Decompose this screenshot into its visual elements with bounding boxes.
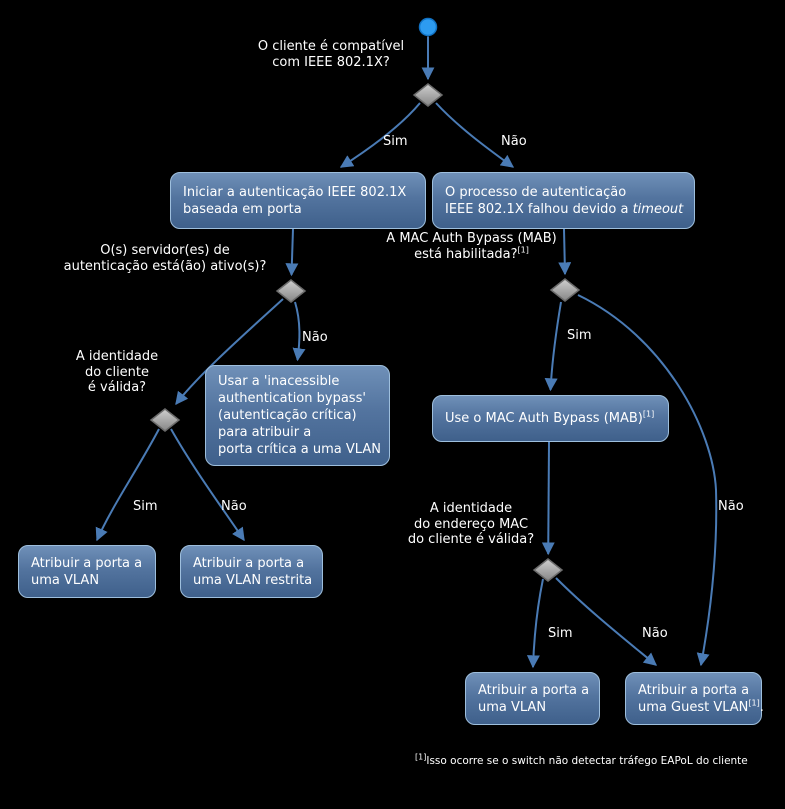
- box-line: Atribuir a porta a: [31, 555, 143, 571]
- box-assign-vlan-right: Atribuir a porta a uma VLAN: [465, 672, 600, 725]
- label-line: A identidade: [429, 501, 513, 516]
- edge-init-to-server-decision: [285, 228, 299, 277]
- box-line: uma VLAN: [478, 699, 547, 715]
- box-line: O processo de autenticação: [445, 184, 627, 200]
- edge-nao-to-guest-vlan-long: [577, 294, 718, 667]
- box-text-italic: timeout: [632, 201, 684, 217]
- edge-sim-to-vlan-left: [95, 428, 160, 542]
- box-line: uma Guest VLAN[1].: [638, 699, 764, 716]
- edge-label-nao-3: Não: [221, 499, 247, 514]
- edge-server-to-identity-decision: [175, 298, 284, 406]
- box-text: Use o MAC Auth Bypass (MAB): [445, 411, 643, 426]
- box-assign-guest-vlan: Atribuir a porta a uma Guest VLAN[1].: [625, 672, 764, 725]
- edge-label-nao-2: Não: [302, 330, 328, 345]
- box-line: Iniciar a autenticação IEEE 802.1X: [183, 184, 407, 200]
- edge-label-nao-5: Não: [642, 626, 668, 641]
- label-client-identity: A identidade do cliente é válida?: [67, 349, 167, 396]
- label-client-compatible: O cliente é compatível com IEEE 802.1X?: [251, 39, 411, 70]
- decision-client-identity: [149, 408, 181, 432]
- label-mab-enabled: A MAC Auth Bypass (MAB) está habilitada?…: [384, 231, 559, 262]
- label-line: do cliente é válida?: [407, 532, 535, 547]
- edge-sim-to-vlan-right: [526, 578, 544, 669]
- label-line: é válida?: [87, 380, 147, 395]
- box-line: baseada em porta: [183, 201, 302, 217]
- edge-nao-to-critical-bypass: [292, 301, 306, 362]
- box-assign-vlan-restricted: Atribuir a porta a uma VLAN restrita: [180, 545, 323, 598]
- footnote-ref: [1]: [517, 245, 529, 255]
- box-line: porta crítica a uma VLAN: [218, 442, 381, 457]
- box-line: Use o MAC Auth Bypass (MAB)[1]: [445, 410, 656, 427]
- footnote: [1]Isso ocorre se o switch não detectar …: [415, 752, 748, 767]
- box-line: Atribuir a porta a: [478, 682, 590, 698]
- footnote-text: Isso ocorre se o switch não detectar trá…: [426, 755, 748, 767]
- footnote-ref: [1]: [415, 752, 427, 762]
- start-node: [418, 17, 438, 37]
- label-line: com IEEE 802.1X?: [272, 54, 390, 70]
- edge-label-sim-4: Sim: [548, 626, 573, 641]
- edge-nao-to-guest-vlan: [555, 577, 658, 666]
- box-line: (autenticação crítica): [218, 408, 357, 423]
- label-line: A identidade: [75, 349, 159, 364]
- edge-label-sim-2: Sim: [133, 499, 158, 514]
- box-assign-vlan-left: Atribuir a porta a uma VLAN: [18, 545, 156, 598]
- decision-mac-identity: [532, 558, 564, 582]
- decision-mab-enabled: [549, 278, 581, 302]
- box-line: uma VLAN restrita: [193, 572, 313, 588]
- label-line: O(s) servidor(es) de: [100, 243, 230, 258]
- box-init-auth: Iniciar a autenticação IEEE 802.1X basea…: [170, 172, 426, 229]
- box-text: .: [759, 699, 764, 715]
- box-line: IEEE 802.1X falhou devido a timeout: [445, 201, 684, 218]
- box-critical-bypass: Usar a 'inacessible authentication bypas…: [205, 365, 390, 466]
- label-line: autenticação está(ão) ativo(s)?: [63, 258, 267, 274]
- edge-label-nao-4: Não: [718, 499, 744, 514]
- box-line: Atribuir a porta a: [193, 555, 305, 571]
- edge-sim-to-use-mab: [544, 301, 562, 392]
- box-line: para atribuir a: [218, 425, 312, 440]
- box-text: uma Guest VLAN: [638, 699, 749, 715]
- box-use-mab: Use o MAC Auth Bypass (MAB)[1]: [432, 395, 669, 442]
- label-line: A MAC Auth Bypass (MAB): [386, 231, 557, 246]
- edge-timeout-to-mab-decision: [558, 228, 572, 276]
- edge-sim-to-init-auth: [339, 102, 421, 168]
- label-text: está habilitada?: [414, 246, 518, 262]
- label-line: O cliente é compatível: [257, 39, 405, 54]
- edge-nao-to-timeout: [435, 102, 515, 168]
- box-line: Usar a 'inacessible: [218, 374, 340, 389]
- label-line: do endereço MAC: [413, 516, 529, 532]
- box-text: IEEE 802.1X falhou devido a: [445, 201, 633, 217]
- box-line: authentication bypass': [218, 391, 366, 406]
- edge-label-nao-1: Não: [501, 134, 527, 149]
- box-line: uma VLAN: [31, 572, 100, 588]
- decision-server-active: [275, 279, 307, 303]
- box-timeout: O processo de autenticação IEEE 802.1X f…: [432, 172, 695, 229]
- decision-client-compatible: [412, 83, 444, 107]
- edge-nao-to-vlan-restricted: [170, 428, 245, 542]
- box-line: Atribuir a porta a: [638, 682, 750, 698]
- edge-label-sim-3: Sim: [567, 328, 592, 343]
- label-mac-identity: A identidade do endereço MAC do cliente …: [405, 501, 537, 548]
- edge-usemab-to-mac-decision: [541, 441, 555, 556]
- edge-label-sim-1: Sim: [383, 134, 408, 149]
- footnote-ref: [1]: [748, 698, 760, 708]
- label-line: do cliente: [84, 364, 150, 380]
- label-line: está habilitada?[1]: [384, 245, 559, 263]
- label-server-active: O(s) servidor(es) de autenticação está(ã…: [55, 243, 275, 274]
- footnote-ref: [1]: [642, 409, 655, 419]
